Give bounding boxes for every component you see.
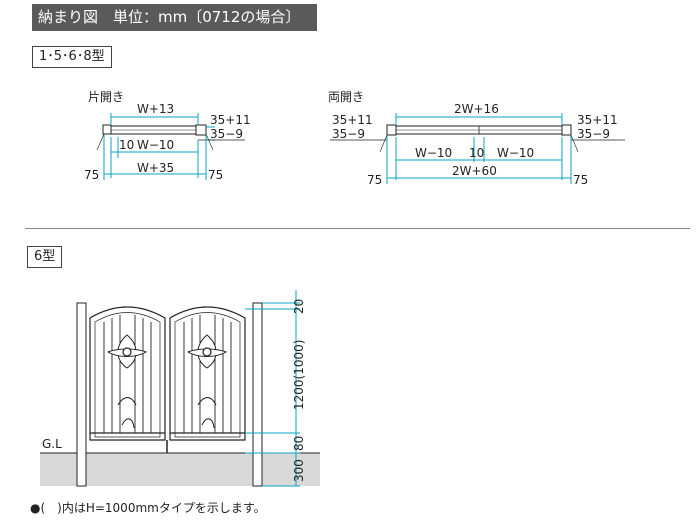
dim-height: 1200(1000) <box>292 340 306 410</box>
ground-level-label: G.L <box>42 437 62 451</box>
section-tag-type6: 6型 <box>27 246 63 268</box>
vertical-dimensions <box>245 290 300 487</box>
single-gap: 10 <box>119 138 134 152</box>
single-right-offset: 75 <box>208 168 223 182</box>
single-bottom-width: W+35 <box>137 161 174 175</box>
double-bottom-width: 2W+60 <box>452 164 497 178</box>
right-gate-leaf <box>169 306 246 441</box>
single-left-post <box>102 124 112 135</box>
dim-clearance: 80 <box>292 436 306 451</box>
section-divider <box>25 228 690 229</box>
double-left-inner: W−10 <box>415 146 452 160</box>
single-post-bottom-label: 35−9 <box>210 127 243 141</box>
dim-top: 20 <box>292 299 306 314</box>
ground-area <box>40 453 320 486</box>
left-gate-leaf <box>89 306 166 441</box>
double-right-offset: 75 <box>573 173 588 187</box>
single-swing-title: 片開き <box>88 90 124 104</box>
section-tag-types: 1･5･6･8型 <box>32 46 112 68</box>
double-top-width: 2W+16 <box>454 102 499 116</box>
left-post <box>76 302 87 487</box>
type6-elevation: G.L <box>40 290 320 487</box>
single-left-offset: 75 <box>84 168 99 182</box>
double-left-post-bottom: 35−9 <box>332 127 365 141</box>
single-top-width: W+13 <box>137 102 174 116</box>
double-right-post <box>561 124 572 136</box>
page-title: 納まり図 単位：mm〔0712の場合〕 <box>32 4 317 31</box>
single-inner-width: W−10 <box>137 138 174 152</box>
footnote: ●( )内はH=1000mmタイプを示します。 <box>30 501 266 515</box>
right-post <box>252 302 263 487</box>
single-swing-plan: 片開き W+13 35+11 35−9 10 W−10 W+35 75 75 <box>84 90 251 182</box>
double-center-gap: 10 <box>469 146 484 160</box>
double-left-offset: 75 <box>367 173 382 187</box>
double-right-post-top: 35+11 <box>577 113 618 127</box>
double-right-inner: W−10 <box>497 146 534 160</box>
single-right-post <box>195 124 207 136</box>
double-right-post-bottom: 35−9 <box>577 127 610 141</box>
double-left-post-top: 35+11 <box>332 113 373 127</box>
dim-ground: 300 <box>292 459 306 482</box>
double-left-post <box>386 124 397 136</box>
double-swing-plan: 両開き 2W+16 35+11 35−9 35+11 35−9 W−10 10 … <box>328 90 625 187</box>
double-swing-title: 両開き <box>328 90 364 104</box>
single-post-top-label: 35+11 <box>210 113 251 127</box>
